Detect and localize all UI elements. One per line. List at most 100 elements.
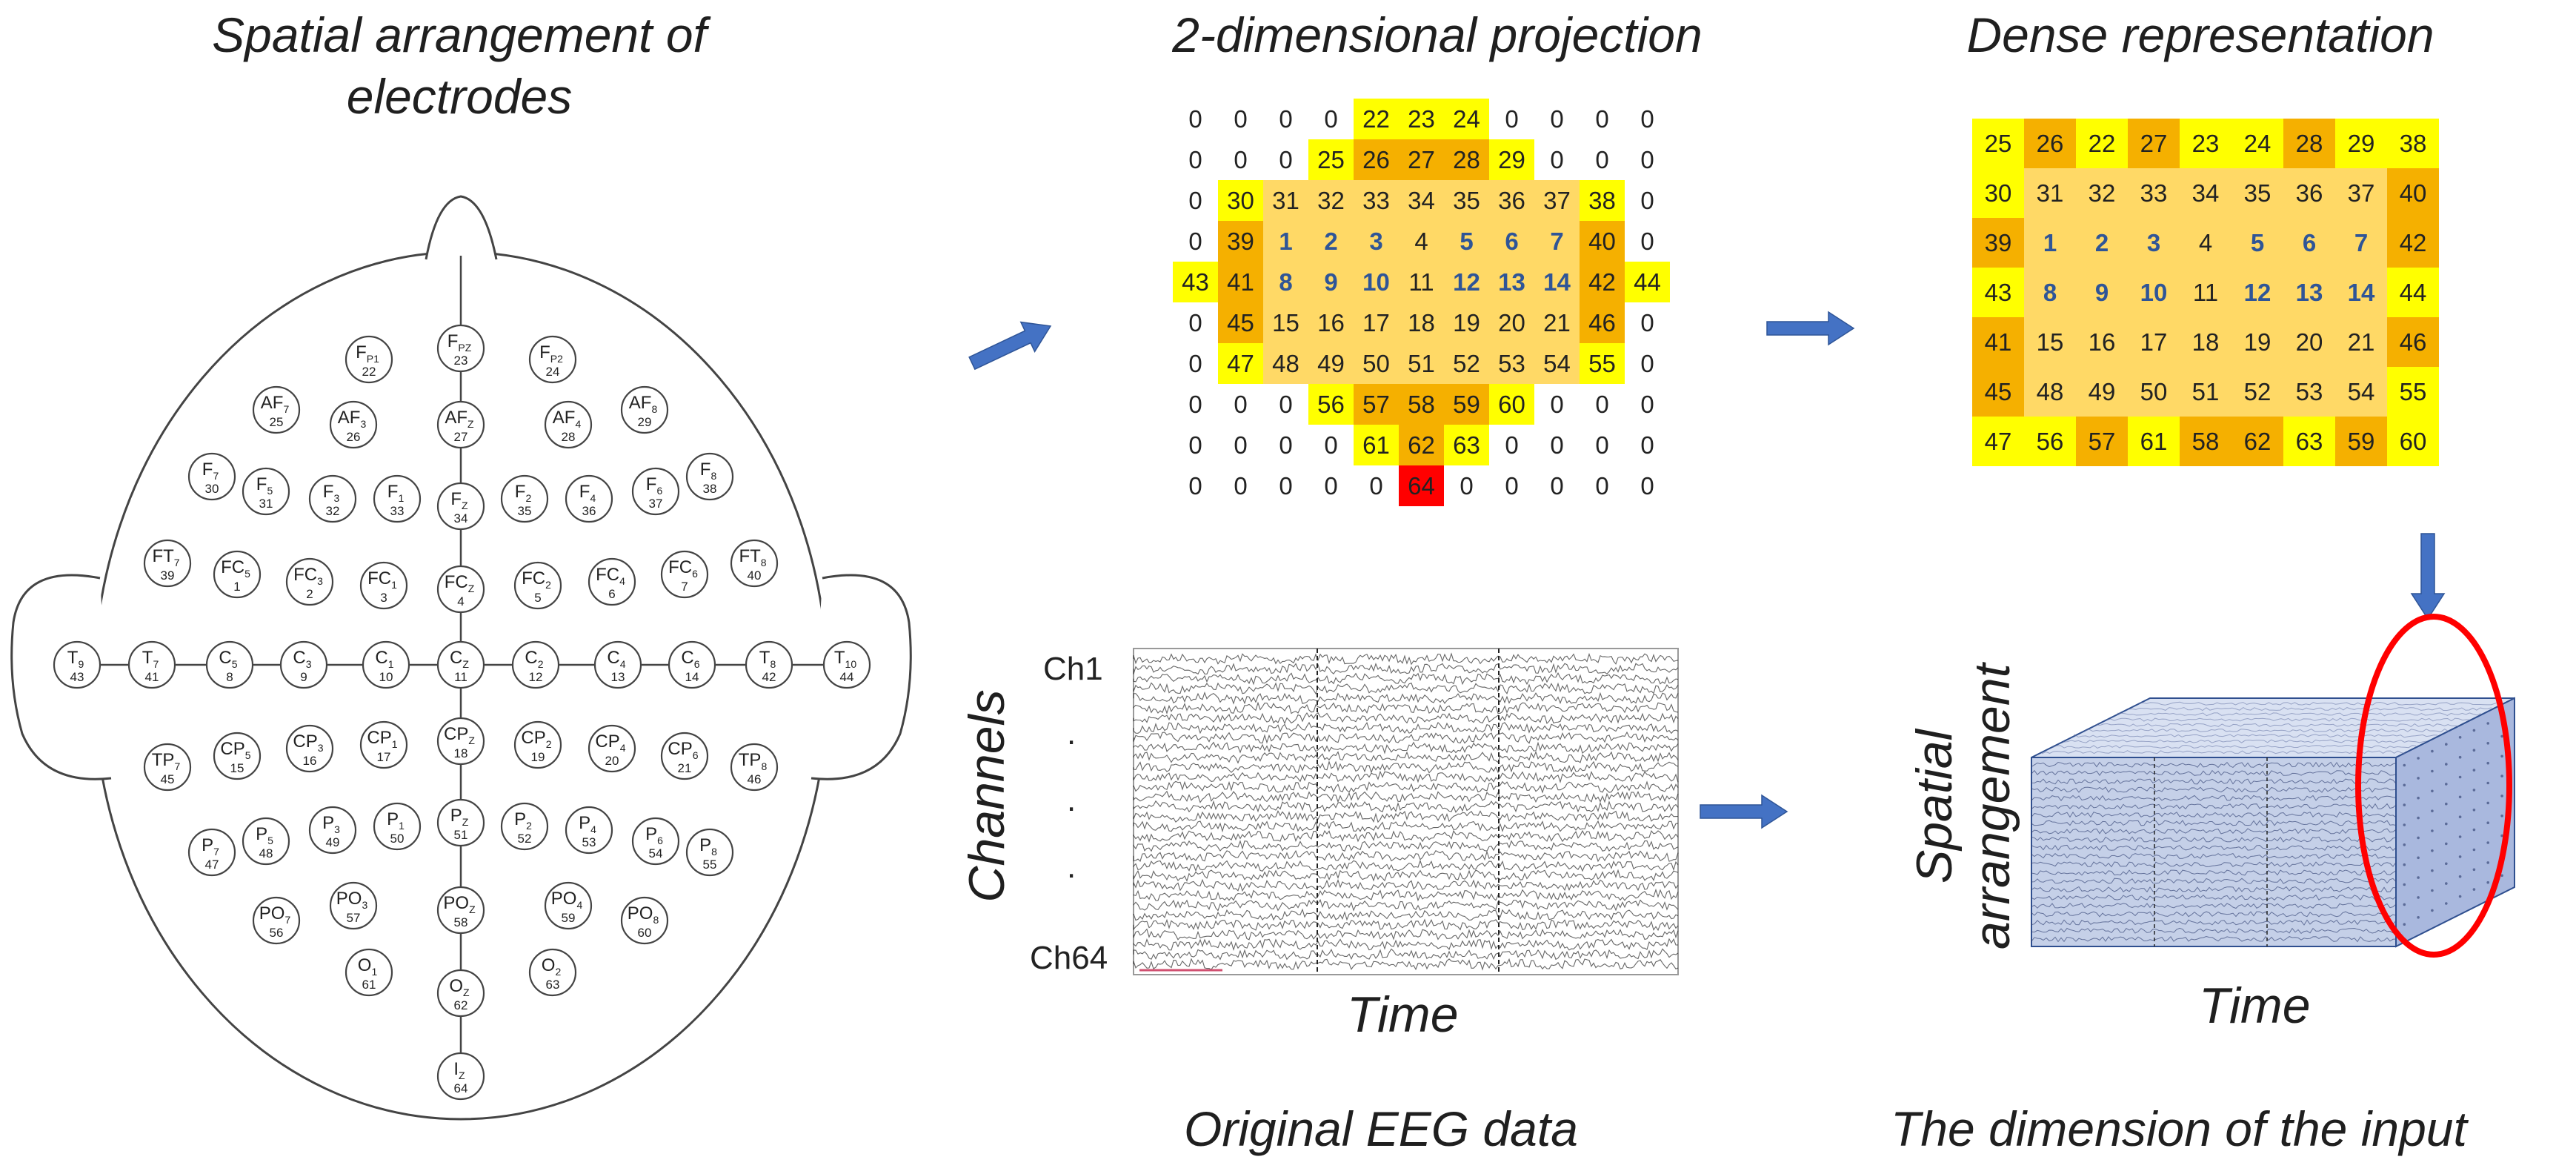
dense-cell: 12 (2231, 268, 2283, 317)
projection-cell: 0 (1640, 471, 1654, 500)
title-dense-representation: Dense representation (1966, 7, 2434, 62)
electrode-circle (513, 720, 562, 769)
cube-side-dot (2431, 769, 2434, 773)
electrode-circle (308, 806, 357, 855)
cube-side-dot (2458, 875, 2462, 878)
electrode-number: 51 (454, 828, 468, 842)
electrode-number: 20 (605, 754, 619, 768)
electrode-number: 41 (145, 670, 159, 684)
projection-cell: 55 (1580, 343, 1625, 384)
electrode-number: 16 (303, 754, 317, 768)
dense-cell: 52 (2231, 367, 2283, 417)
eeg-trace (1133, 849, 1679, 863)
cube-side-dot (2431, 909, 2434, 912)
dense-cell: 57 (2076, 417, 2128, 466)
cube-side-dot (2472, 749, 2476, 752)
cube-side-dot (2403, 823, 2406, 826)
cube-trace (2031, 935, 2397, 943)
dense-cell: 42 (2387, 218, 2439, 268)
electrode-circle (685, 452, 734, 501)
electrode-c3: C39 (279, 640, 328, 689)
eeg-trace (1133, 948, 1679, 961)
cube-side-dot (2500, 834, 2503, 838)
dense-cell: 36 (2283, 168, 2335, 218)
cube-trace (2031, 828, 2397, 835)
electrode-circle (213, 732, 262, 780)
projection-cell: 15 (1263, 302, 1308, 343)
electrode-number: 7 (681, 580, 688, 594)
arrow-head-to-projection (968, 321, 1052, 371)
dense-cell: 18 (2180, 317, 2231, 367)
projection-cell: 1 (1263, 221, 1308, 262)
cube-trace (2031, 886, 2396, 893)
electrode-number: 43 (70, 670, 84, 684)
electrode-circle (127, 640, 176, 689)
projection-cell: 0 (1595, 105, 1609, 133)
electrode-number: 21 (678, 761, 692, 775)
cube-trace (2031, 919, 2397, 926)
cube-trace (2031, 869, 2397, 876)
electrode-number: 45 (161, 772, 175, 786)
dense-cell: 24 (2231, 119, 2283, 168)
dense-cell: 43 (1972, 268, 2024, 317)
electrode-number: 15 (230, 761, 244, 775)
dense-cell: 39 (1972, 218, 2024, 268)
cube-side-dot (2417, 796, 2420, 800)
projection-cell: 16 (1308, 302, 1354, 343)
projection-cell: 63 (1444, 425, 1489, 465)
electrode-number: 6 (608, 587, 615, 601)
dense-cell: 17 (2128, 317, 2180, 367)
title-original-eeg: Original EEG data (1184, 1101, 1578, 1156)
cube-side-dot (2486, 781, 2489, 785)
projection-cell: 0 (1460, 471, 1474, 500)
electrode-circle (436, 886, 485, 935)
electrode-number: 50 (390, 832, 405, 846)
cube-side-dot (2445, 802, 2448, 806)
label-time-eeg: Time (1347, 986, 1459, 1043)
projection-cell: 28 (1444, 139, 1489, 180)
eeg-trace (1133, 878, 1679, 892)
projection-cell: 0 (1505, 431, 1519, 459)
dense-cell: 37 (2335, 168, 2387, 218)
projection-cell: 14 (1534, 262, 1580, 302)
projection-cell: 0 (1188, 105, 1202, 133)
cube-side-dot (2403, 863, 2406, 866)
cube-side-dot (2500, 775, 2503, 777)
eeg-trace (1133, 731, 1679, 744)
cube-side-dot (2403, 803, 2406, 806)
electrode-number: 38 (703, 482, 717, 496)
electrode-number: 18 (454, 746, 468, 760)
projection-cell: 34 (1399, 180, 1444, 221)
cube-side-dot (2500, 795, 2503, 797)
eeg-trace (1133, 859, 1679, 872)
eeg-trace (1133, 721, 1679, 734)
cube-trace (2031, 853, 2397, 860)
cube-side-dot (2431, 749, 2434, 753)
electrode-circle (187, 828, 236, 877)
electrode-circle (362, 640, 410, 689)
projection-cell: 64 (1399, 465, 1444, 506)
projection-cell: 21 (1534, 302, 1580, 343)
projection-cell: 48 (1263, 343, 1308, 384)
projection-cell: 9 (1308, 262, 1354, 302)
projection-cell: 45 (1218, 302, 1263, 343)
label-spatial-arrangement: Spatial arrangement (1906, 643, 2021, 969)
electrode-circle (660, 550, 709, 599)
electrode-number: 53 (582, 835, 596, 849)
projection-cell: 11 (1399, 262, 1444, 302)
dense-cell: 25 (1972, 119, 2024, 168)
